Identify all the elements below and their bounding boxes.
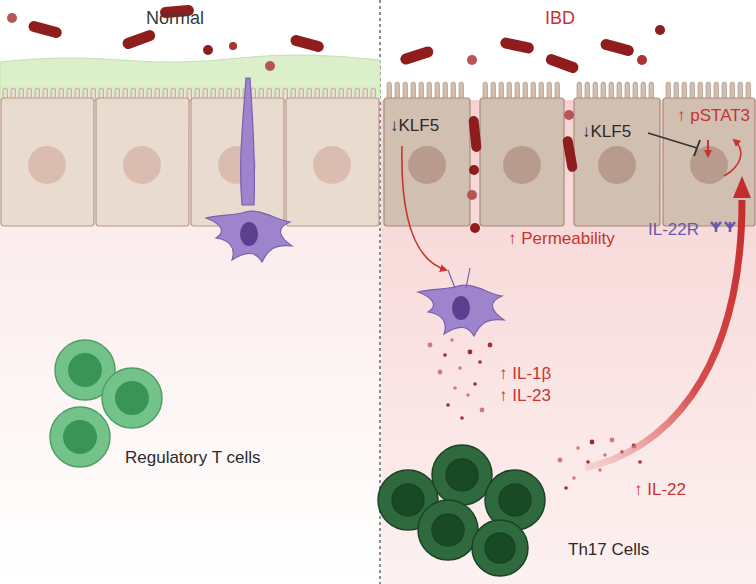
epithelium (384, 98, 755, 226)
signal-arrow (402, 146, 446, 270)
tissue-ground (0, 100, 380, 584)
epithelium (1, 98, 379, 226)
cytokine-label: ↑ IL-23 (499, 386, 551, 406)
signal-arrow (724, 140, 741, 176)
dendritic-nucleus (240, 222, 470, 320)
epithelial-cell: ↓KLF5 (574, 98, 660, 226)
effect-label: ↑ Permeability (508, 229, 615, 249)
cell-label: Th17 Cells (568, 540, 649, 560)
epithelial-cell: ↑ pSTAT3 (663, 98, 755, 226)
il22-receptor (711, 222, 735, 232)
cytokine-dots (428, 338, 642, 490)
gene-label: ↓KLF5 (390, 116, 439, 136)
cell-label: Regulatory T cells (125, 448, 260, 468)
arrow-head (733, 176, 751, 198)
dendritic-cell (206, 78, 504, 336)
nucleus (28, 146, 351, 184)
regulatory-t-cells (50, 340, 162, 467)
panel-title: Normal (146, 8, 204, 28)
gene-label: ↑ pSTAT3 (677, 106, 750, 126)
th17-cells (378, 445, 545, 576)
gene-label: ↓KLF5 (582, 122, 631, 142)
bacteria (7, 5, 665, 233)
epithelial-cell: ↓KLF5 (384, 98, 470, 226)
panel-title: IBD (545, 8, 575, 28)
inhibition-line (648, 133, 697, 148)
cytokine-label: ↑ IL-1β (499, 364, 551, 384)
receptor-label: IL-22R (648, 220, 699, 240)
cytokine-label: ↑ IL-22 (634, 480, 686, 500)
inhibition-bar (694, 140, 700, 156)
tissue-ground (381, 100, 756, 584)
signal-arrow (707, 140, 709, 156)
